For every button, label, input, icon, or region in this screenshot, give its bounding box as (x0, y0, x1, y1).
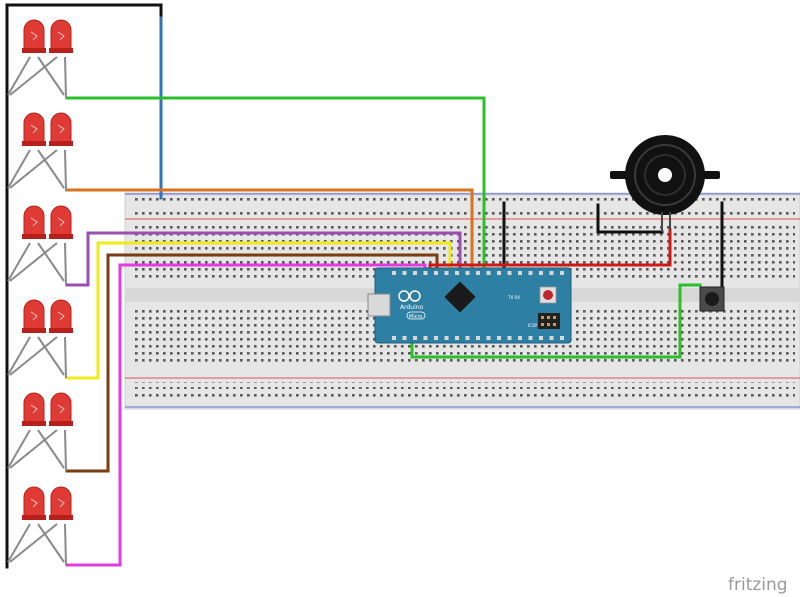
led-pair-2 (7, 112, 73, 192)
piezo-buzzer (610, 135, 720, 232)
led-pair-4 (7, 299, 73, 379)
buzzer-tab-right (700, 171, 720, 179)
top-rail-holes-2 (132, 208, 795, 215)
pushbutton (699, 286, 725, 312)
red-led (22, 299, 46, 333)
wire-black-ground-bus (5, 3, 163, 569)
arduino-brand-label: Arduino (400, 304, 424, 311)
led-column (7, 19, 73, 566)
red-led (49, 112, 73, 146)
led-pair-3 (7, 205, 73, 285)
red-led (49, 486, 73, 520)
bottom-rail-holes-2 (132, 394, 795, 401)
wire-black-buzzer-gnd (596, 203, 664, 234)
microcontroller-chip (444, 281, 476, 313)
red-led (22, 19, 46, 53)
wire-brown-led5 (65, 253, 439, 473)
led-pair-6 (7, 486, 73, 566)
wire-yellow-led4 (65, 241, 452, 380)
led-pair-1 (7, 19, 73, 99)
usb-connector (367, 293, 391, 317)
pushbutton-body (699, 286, 725, 312)
wire-green-led1 (65, 96, 486, 272)
wire-green-button (410, 283, 702, 359)
wire-purple-led3 (65, 231, 462, 287)
red-led (49, 19, 73, 53)
fritzing-watermark: fritzing (728, 575, 788, 595)
red-led (49, 392, 73, 426)
bottom-rail-holes-1 (132, 382, 795, 389)
red-led (49, 299, 73, 333)
red-led (22, 205, 46, 239)
wire-magenta-led6 (65, 263, 427, 567)
reset-button (543, 290, 553, 300)
red-led (49, 205, 73, 239)
red-led (22, 112, 46, 146)
pushbutton-cap (705, 292, 719, 306)
tx-rx-label: TX RX (507, 295, 520, 300)
red-led (22, 486, 46, 520)
arduino-header-bottom (392, 336, 564, 340)
wire-orange-led2 (65, 188, 474, 272)
buzzer-tab-left (610, 171, 630, 179)
icsp-header (538, 313, 560, 329)
arduino-header-top (392, 271, 564, 275)
icsp-label: ICSP (528, 323, 538, 328)
top-rail-holes-1 (132, 196, 795, 203)
arduino-model-label: Micro (409, 314, 422, 320)
led-pair-5 (7, 392, 73, 472)
red-led (22, 392, 46, 426)
arduino-micro: Arduino Micro TX RX ICSP (367, 267, 572, 344)
arduino-logo (398, 290, 421, 302)
